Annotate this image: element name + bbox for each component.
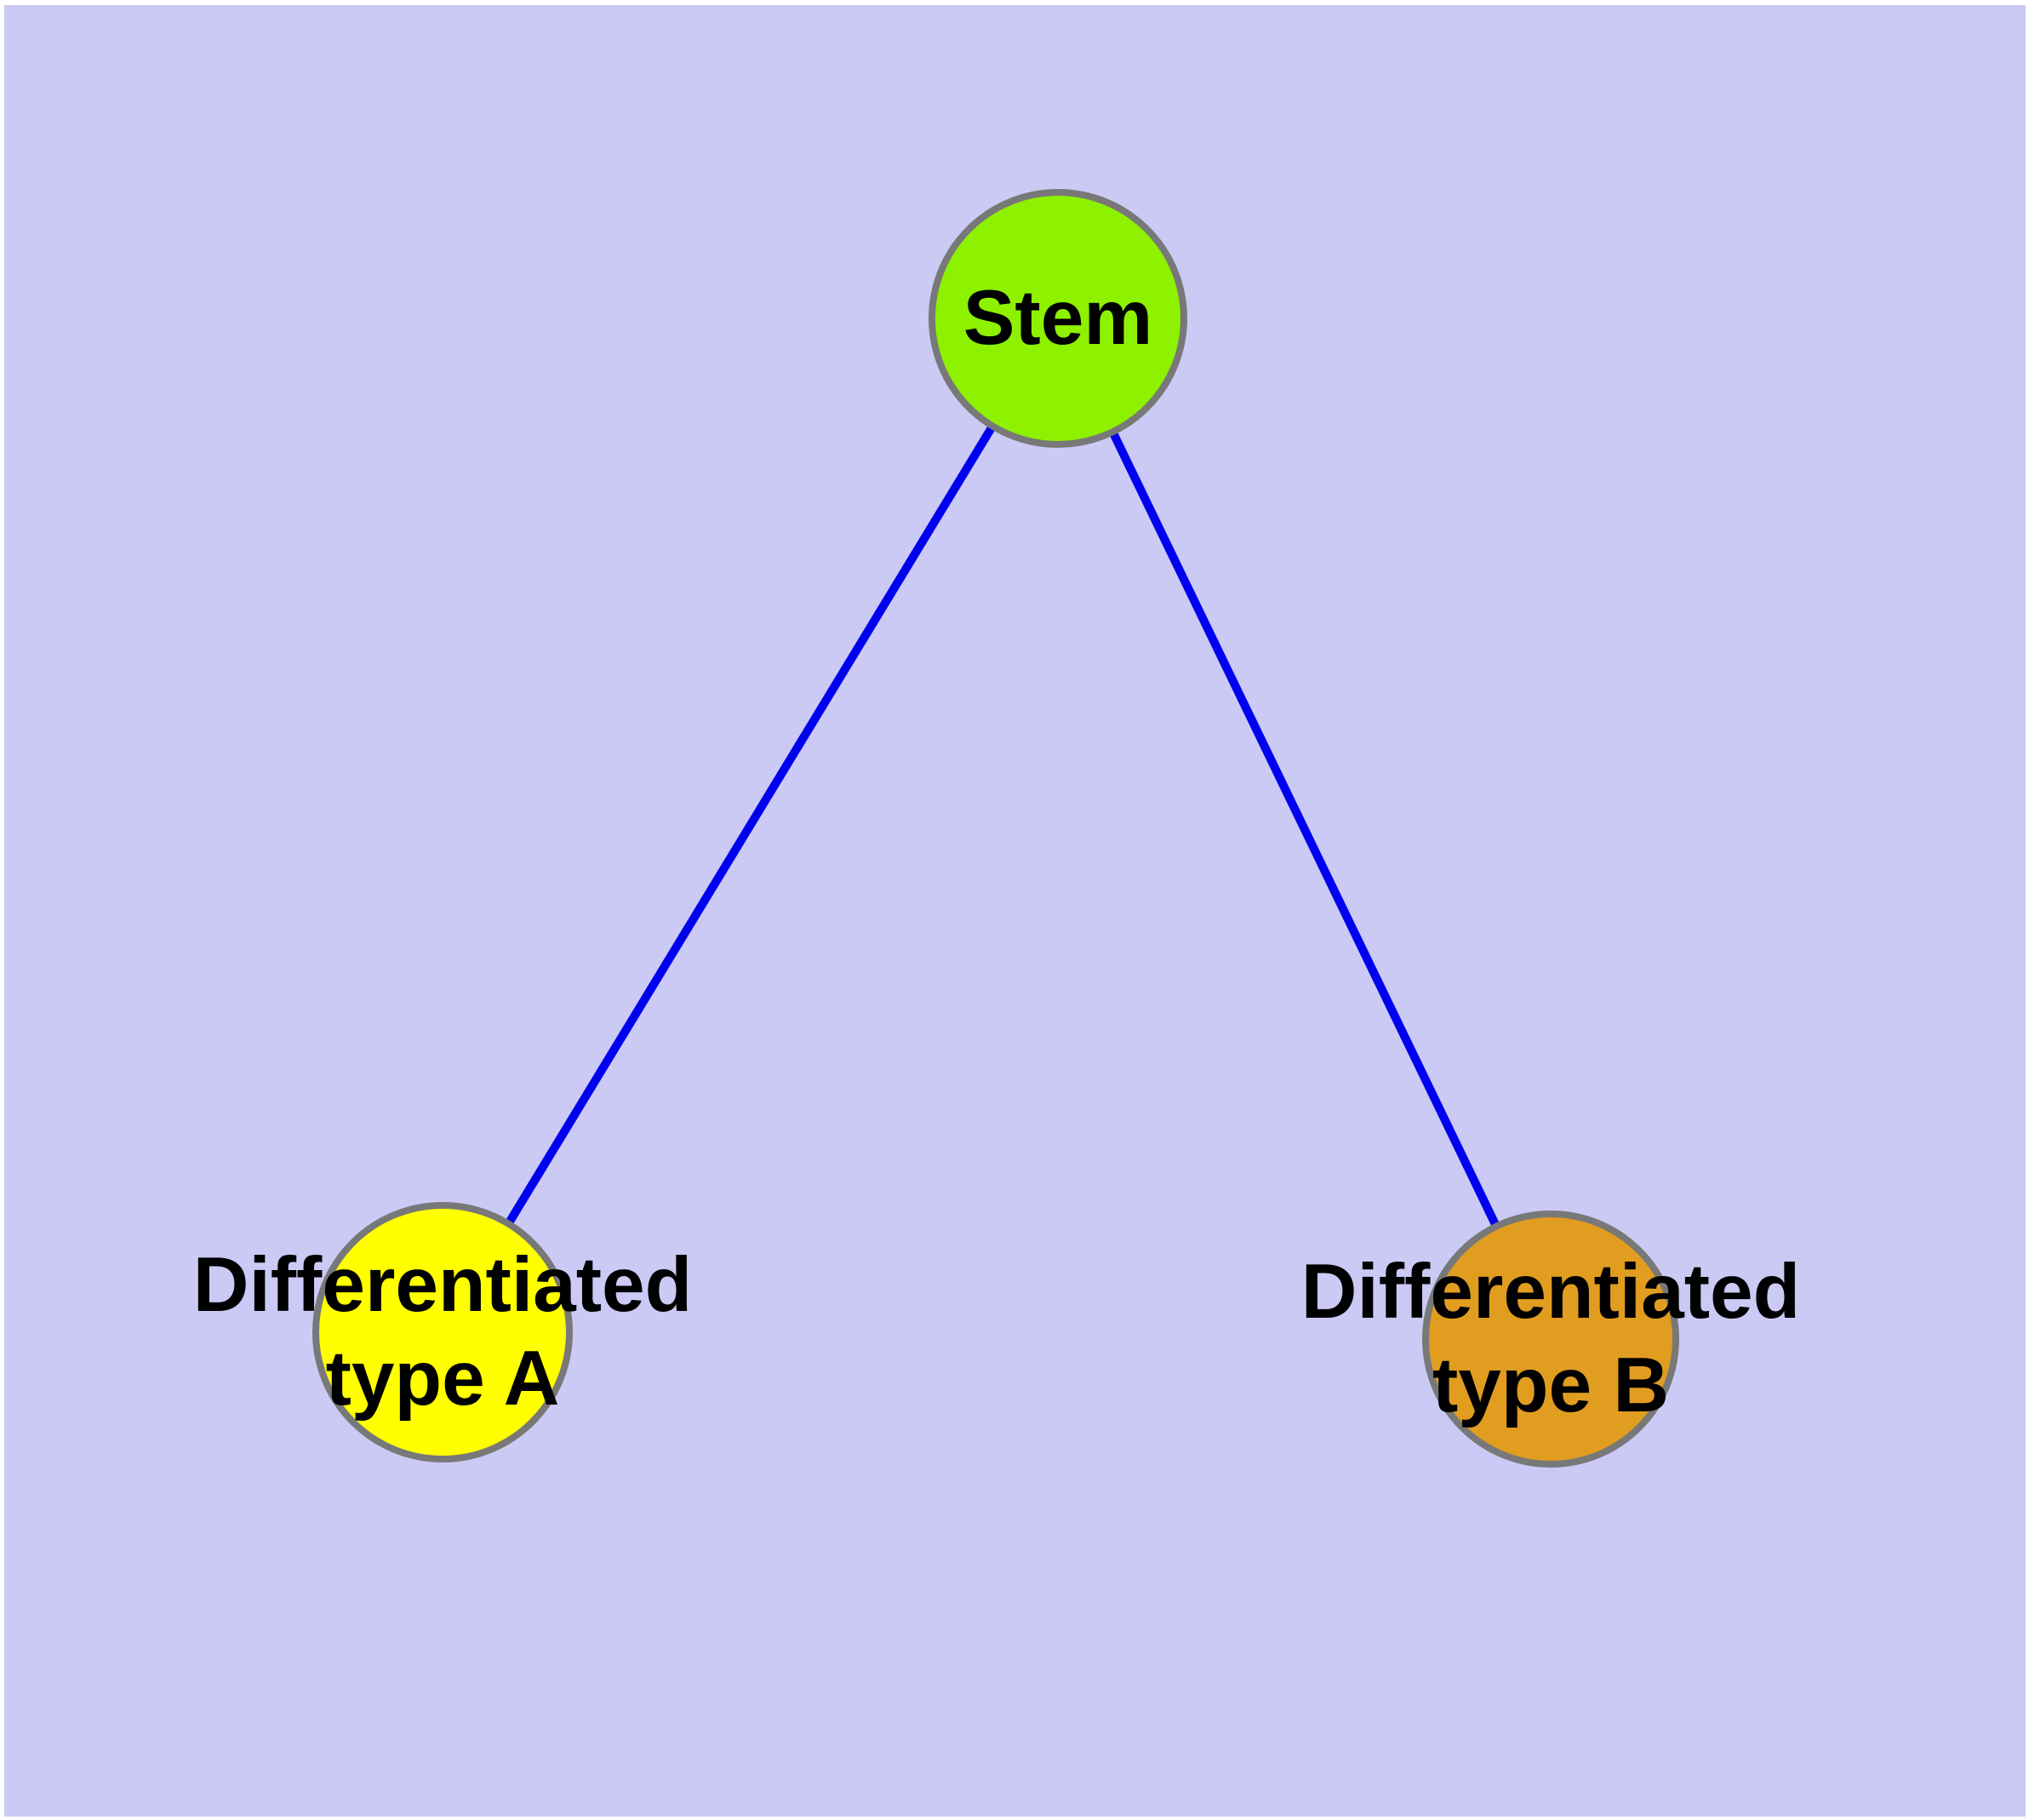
node-stem — [929, 189, 1187, 448]
node-label-line: Stem — [963, 275, 1153, 361]
node-label-line: Differentiated — [192, 1242, 693, 1328]
node-label-line: type B — [1432, 1342, 1670, 1428]
node-label-line: type A — [325, 1336, 560, 1422]
edge-stem-to-differentiated-type-b — [1054, 316, 1555, 1342]
node-differentiated-type-b — [1422, 1210, 1679, 1468]
node-label-line: Differentiated — [1300, 1249, 1801, 1335]
node-label-stem: Stem — [963, 272, 1153, 365]
edge-stem-to-differentiated-type-a — [438, 316, 1062, 1335]
node-differentiated-type-a — [312, 1202, 573, 1462]
